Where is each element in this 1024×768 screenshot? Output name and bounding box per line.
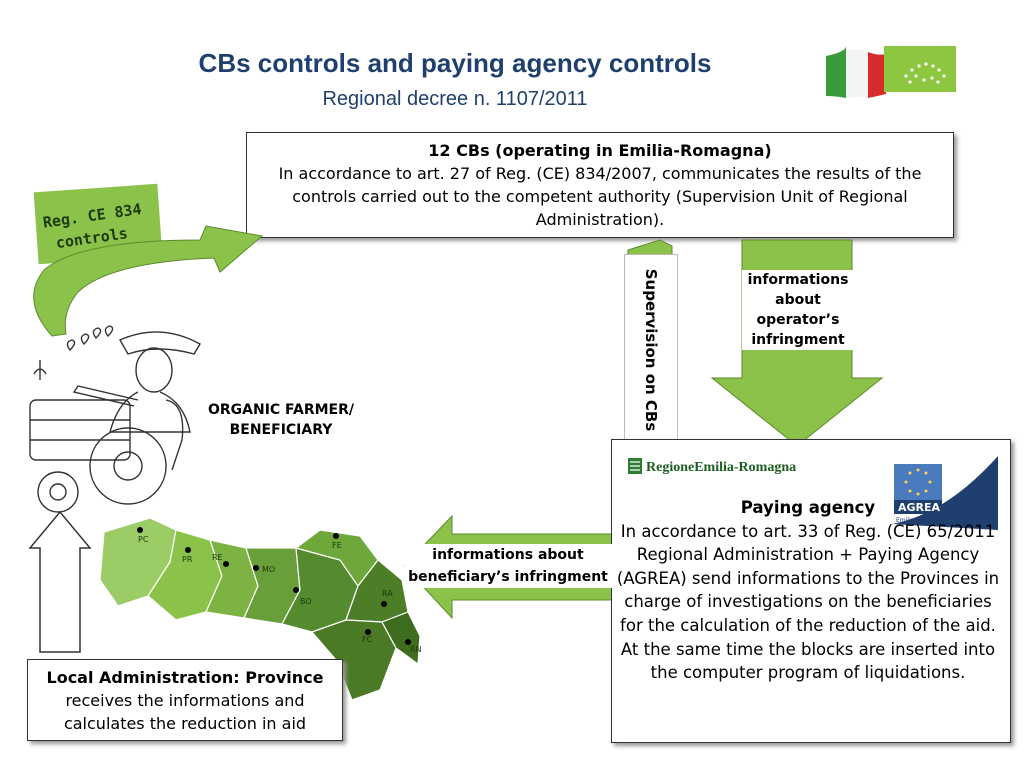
- farmer-tractor-drawing: [29, 325, 201, 513]
- supervision-label: Supervision on CBs: [642, 268, 660, 432]
- emilia-romagna-map: [99, 517, 421, 701]
- operator-infringment-label: informations about operator’s infringmen…: [742, 270, 854, 350]
- paying-agency-text: Paying agency In accordance to art. 33 o…: [614, 496, 1002, 685]
- map-label-re: RE: [212, 553, 223, 562]
- province-body: receives the informations and calculates…: [63, 691, 307, 733]
- cbs-info-box: 12 CBs (operating in Emilia-Romagna) In …: [246, 132, 954, 238]
- page-subtitle: Regional decree n. 1107/2011: [322, 88, 588, 110]
- map-label-bo: BO: [300, 597, 312, 606]
- italy-eu-organic-flag-icon: [826, 46, 956, 98]
- map-label-rn: RN: [410, 645, 422, 654]
- cbs-heading: 12 CBs (operating in Emilia-Romagna): [428, 141, 772, 160]
- map-label-fe: FE: [332, 541, 342, 550]
- paying-agency-box: [611, 439, 1011, 743]
- province-box: Local Administration: Province receives …: [27, 659, 343, 741]
- paying-agency-heading: Paying agency: [740, 498, 876, 517]
- curved-arrow-to-cbs: [33, 225, 264, 337]
- map-label-pc: PC: [138, 535, 149, 544]
- regione-emilia-romagna-logo: RegioneEmilia-Romagna: [628, 458, 796, 475]
- cbs-body: In accordance to art. 27 of Reg. (CE) 83…: [278, 164, 922, 229]
- map-label-pr: PR: [182, 555, 193, 564]
- paying-agency-body: In accordance to art. 33 of Reg. (CE) 65…: [616, 521, 1000, 683]
- beneficiary-infringment-label: informations about beneficiary’s infring…: [404, 544, 612, 588]
- map-province-labels: PC PR RE MO BO FE RA FC RN: [138, 535, 422, 654]
- regione-logo-text: RegioneEmilia-Romagna: [646, 460, 796, 475]
- province-heading: Local Administration: Province: [46, 668, 324, 687]
- farmer-label: ORGANIC FARMER/ BENEFICIARY: [207, 402, 355, 438]
- up-arrow-to-farmer: [28, 510, 92, 653]
- map-label-mo: MO: [262, 565, 275, 574]
- map-label-ra: RA: [382, 589, 393, 598]
- map-label-fc: FC: [362, 635, 373, 644]
- agrea-logo-subtext: Emilia-Romagna: [896, 517, 945, 524]
- map-province-dots: [137, 527, 411, 645]
- agrea-logo-text: AGREA: [898, 501, 941, 514]
- supervision-on-cbs: Supervision on CBs: [624, 254, 678, 446]
- page-title: CBs controls and paying agency controls: [198, 48, 712, 78]
- agrea-logo: AGREA Emilia-Romagna: [892, 456, 998, 530]
